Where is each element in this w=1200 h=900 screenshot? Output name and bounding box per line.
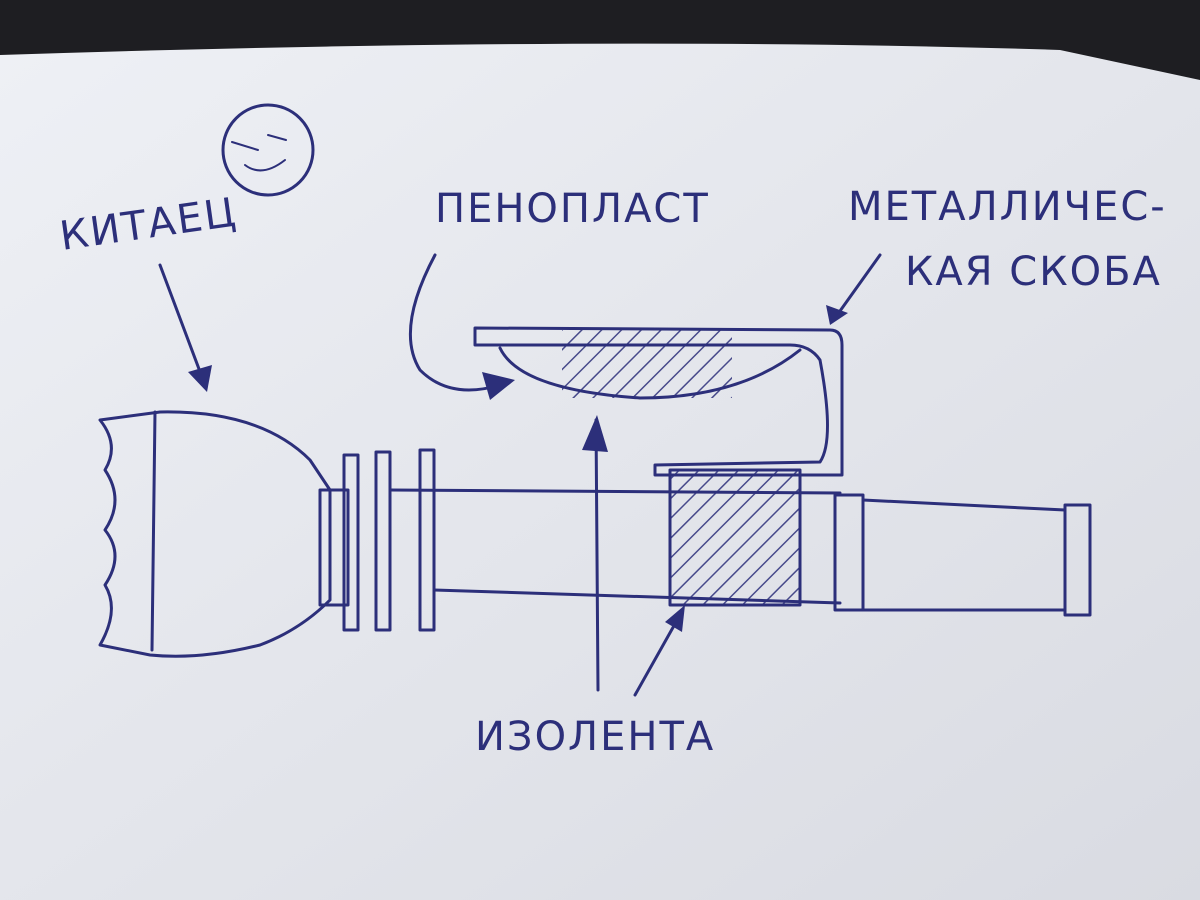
smiley-face-drawing (221, 103, 315, 197)
flashlight-drawing (98, 410, 1092, 658)
tape-wrap-upper (562, 330, 732, 398)
bracket-drawing (473, 326, 844, 477)
label-bracket-line2: КАЯ СКОБА (905, 249, 1162, 295)
label-tape: ИЗОЛЕНТА (475, 714, 715, 760)
label-bracket-line1: МЕТАЛЛИЧЕС- (848, 184, 1167, 230)
label-foam: ПЕНОПЛАСТ (435, 186, 710, 232)
tape-wrap-lower (670, 470, 800, 605)
paper-sheet (0, 43, 1200, 900)
annotation-arrows (158, 253, 882, 697)
